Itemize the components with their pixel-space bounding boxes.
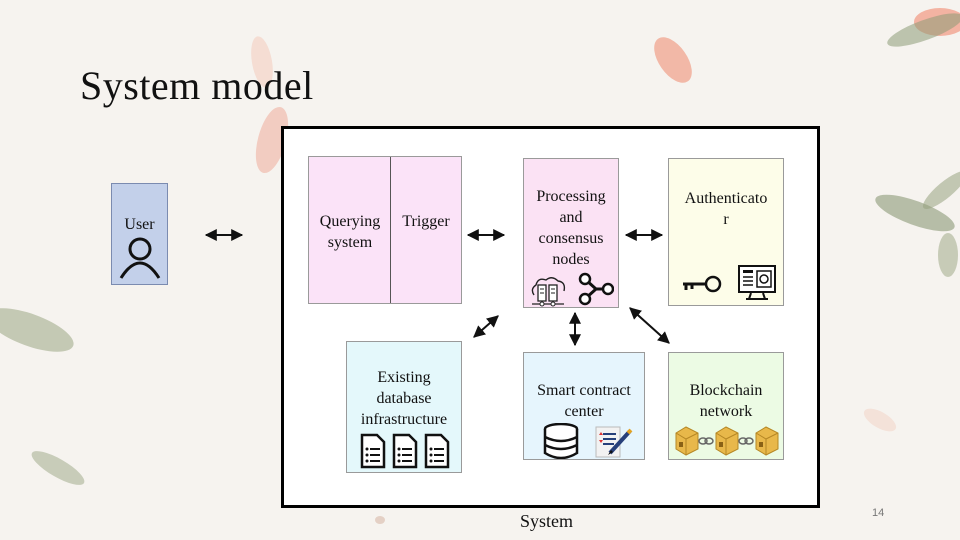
user-node: User [111,183,168,285]
system-label: System [520,511,574,531]
secure-monitor-icon [738,265,776,300]
smart-contract-label-line1: Smart contract [537,382,631,399]
server-cloud-icon [531,277,566,307]
authenticator-node: Authenticato r [668,158,784,306]
trigger-label: Trigger [402,213,450,230]
arrow-processing-blockchain [629,307,670,344]
document-icon [360,433,386,469]
node-divider [390,157,391,303]
querying-trigger-node: Querying system Trigger [308,156,462,304]
block-cube-icon [675,426,699,456]
existing-label-line2: database [376,390,432,407]
existing-label-line1: Existing [377,369,431,386]
page-title: System model [80,63,314,108]
database-icon [543,423,579,459]
chain-link-icon [738,437,754,445]
person-icon [119,237,161,279]
processing-node: Processing and consensus nodes [523,158,619,308]
smart-contract-label-line2: center [564,403,604,420]
share-nodes-icon [578,272,614,306]
processing-label-line1: Processing [536,188,606,205]
key-icon [683,275,722,293]
page-number: 14 [872,507,885,519]
smart-contract-node: Smart contract center [523,352,645,460]
block-cube-icon [715,426,739,456]
document-icon [392,433,418,469]
document-icon [424,433,450,469]
querying-label-line2: system [327,234,373,251]
authenticator-label-line1: Authenticato [684,190,768,207]
querying-label-line1: Querying [319,213,381,230]
blockchain-node: Blockchain network [668,352,784,460]
existing-database-node: Existing database infrastructure [346,341,462,473]
blockchain-label-line1: Blockchain [689,382,763,399]
blockchain-label-line2: network [699,403,753,420]
contract-pen-icon [595,426,633,458]
existing-label-line3: infrastructure [360,411,448,428]
processing-label-line3: consensus [538,230,604,247]
user-label: User [124,216,155,233]
authenticator-label-line2: r [723,211,729,228]
processing-label-line4: nodes [552,251,590,268]
block-cube-icon [755,426,779,456]
arrow-processing-existing [473,315,499,338]
chain-link-icon [698,437,714,445]
processing-label-line2: and [559,209,583,226]
blockchain-chain-icon [675,426,779,456]
